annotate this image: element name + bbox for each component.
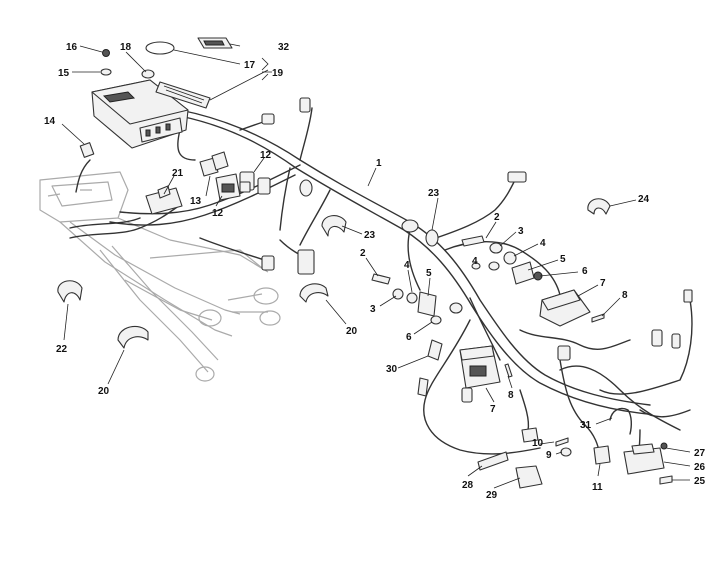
label-plate (197, 37, 233, 49)
callout-2-right: 2 (494, 212, 500, 223)
sensor-30 (427, 339, 443, 361)
ignition-coil-upper (539, 289, 591, 327)
callout-20-center: 20 (346, 326, 358, 337)
fastener-set-right (461, 235, 543, 285)
gasket-ring (145, 41, 175, 55)
connectors-misc (239, 97, 693, 403)
callout-10: 10 (532, 438, 544, 449)
ecu-cover-strip (155, 81, 211, 109)
nut (102, 49, 110, 57)
callout-16: 16 (66, 42, 78, 53)
leader-lines (61, 43, 691, 489)
callout-23-center: 23 (364, 230, 376, 241)
callout-31: 31 (580, 420, 592, 431)
screw-27 (660, 442, 668, 450)
callout-11: 11 (592, 482, 603, 493)
fastener-set-center (371, 273, 463, 325)
cable-clip-20-left (117, 325, 149, 349)
callout-15: 15 (58, 68, 70, 79)
connector-13 (199, 151, 229, 177)
callout-7-lower: 7 (490, 404, 496, 415)
callout-2-center: 2 (360, 248, 366, 259)
sensor-29 (515, 465, 543, 489)
callout-27: 27 (694, 448, 706, 459)
callout-4-right: 4 (540, 238, 546, 249)
callout-30: 30 (386, 364, 398, 375)
callout-12-lower: 12 (212, 208, 224, 219)
cable-clip-24 (587, 198, 611, 215)
cable-clip-23-center (321, 215, 347, 237)
main-wiring-harness (69, 107, 693, 463)
callout-29: 29 (486, 490, 498, 501)
callout-25: 25 (694, 476, 706, 487)
screw-25 (659, 475, 673, 485)
ignition-coil-lower (459, 345, 501, 389)
callout-12-upper: 12 (260, 150, 272, 161)
callout-22: 22 (56, 344, 68, 355)
callout-9: 9 (546, 450, 552, 461)
rear-subframe (39, 171, 281, 382)
callout-24: 24 (638, 194, 650, 205)
washer-9 (560, 447, 572, 457)
electronic-control-unit (91, 79, 189, 149)
callout-26: 26 (694, 462, 706, 473)
connector-21 (145, 185, 183, 215)
callout-6-center: 6 (406, 332, 412, 343)
callout-18: 18 (120, 42, 132, 53)
sensor-28 (477, 451, 509, 471)
wire-31 (609, 407, 633, 435)
callout-17: 17 (244, 60, 256, 71)
cable-clip-20-center (299, 283, 329, 303)
rubber-pad (141, 69, 155, 79)
callout-5-right: 5 (560, 254, 566, 265)
callout-8-lower: 8 (508, 390, 514, 401)
callout-28: 28 (462, 480, 474, 491)
coil-screws (504, 313, 605, 378)
callout-3-center: 3 (370, 304, 376, 315)
callout-8-upper: 8 (622, 290, 628, 301)
callout-13: 13 (190, 196, 202, 207)
bolt-10 (555, 437, 569, 447)
callout-4-right-b: 4 (472, 256, 478, 267)
callout-21: 21 (172, 168, 184, 179)
washer (100, 68, 112, 76)
cable-clip-22 (57, 280, 83, 303)
callout-7-upper: 7 (600, 278, 606, 289)
callout-19: 19 (272, 68, 284, 79)
sensor-10 (521, 427, 539, 443)
pressure-sensor-26 (623, 443, 665, 475)
callout-1: 1 (376, 158, 382, 169)
callout-20-left: 20 (98, 386, 110, 397)
callout-23-upper: 23 (428, 188, 440, 199)
callout-6-right: 6 (582, 266, 588, 277)
harness-clamps (299, 179, 439, 247)
callout-3-right: 3 (518, 226, 524, 237)
callout-4-center: 4 (404, 260, 410, 271)
ecu-connector (79, 142, 95, 158)
sensor-plug-left (417, 377, 429, 397)
callout-5-center: 5 (426, 268, 432, 279)
connector-12-lower (215, 173, 241, 201)
callout-32: 32 (278, 42, 290, 53)
sensor-11 (593, 445, 611, 465)
callout-14: 14 (44, 116, 56, 127)
callout-labels: 1 2 2 3 3 4 4 4 5 5 6 6 7 7 8 8 9 10 11 … (44, 42, 706, 501)
